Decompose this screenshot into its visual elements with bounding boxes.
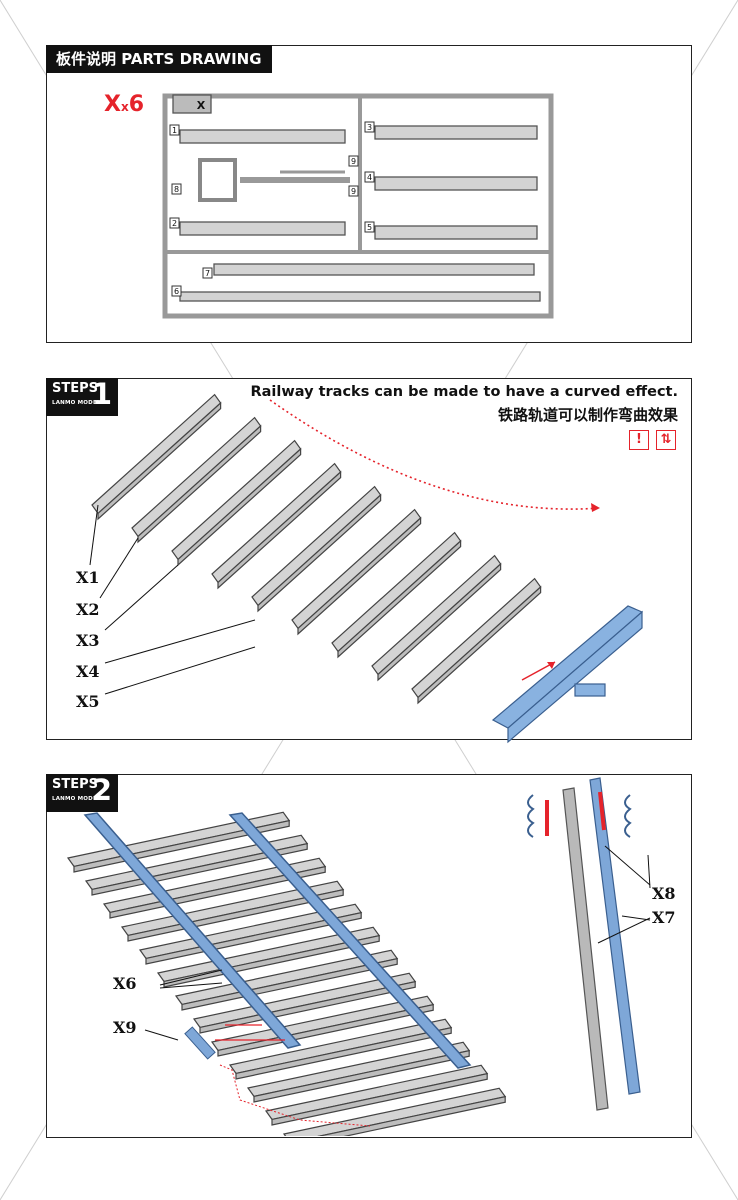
tie-side xyxy=(337,539,462,659)
part-number-4: 4 xyxy=(367,173,372,182)
part-number-8: 8 xyxy=(174,185,179,194)
part-number-2: 2 xyxy=(172,219,177,228)
tie-side xyxy=(97,401,222,521)
part-number-3: 3 xyxy=(367,123,372,132)
tie-side xyxy=(177,447,302,567)
part-number-9b: 9 xyxy=(351,187,356,196)
tie-side xyxy=(271,1072,488,1126)
tie-side xyxy=(199,980,416,1034)
label-x2: X2 xyxy=(76,600,100,619)
quantity-mark: Xx6 xyxy=(104,92,145,117)
label-x1: X1 xyxy=(76,568,100,587)
parts-drawing-title: 板件说明 PARTS DRAWING xyxy=(46,45,272,73)
label-x9: X9 xyxy=(113,1018,137,1037)
tie-side xyxy=(377,562,502,682)
exclamation-icon: ! xyxy=(629,430,649,450)
part-number-9a: 9 xyxy=(351,157,356,166)
sprue-tag-x: X xyxy=(197,99,206,112)
label-x5: X5 xyxy=(76,692,100,711)
double-arrow-icon: ⇅ xyxy=(656,430,676,450)
tie-side xyxy=(257,493,382,613)
part-number-1: 1 xyxy=(172,126,177,135)
tie-side xyxy=(137,424,262,544)
label-x4: X4 xyxy=(76,662,100,681)
curved-track-note-cn: 铁路轨道可以制作弯曲效果 xyxy=(497,406,678,424)
label-x3: X3 xyxy=(76,631,100,650)
step-2-badge: STEPS LANMO MODEL 2 xyxy=(46,773,118,812)
tie-side xyxy=(253,1049,470,1103)
part-number-5: 5 xyxy=(367,223,372,232)
tie-side xyxy=(163,934,380,988)
tie-side xyxy=(127,888,344,942)
tie-side xyxy=(235,1026,452,1080)
tie-side xyxy=(181,957,398,1011)
part-number-7: 7 xyxy=(205,269,210,278)
label-x6: X6 xyxy=(113,974,137,993)
tie-side xyxy=(417,585,542,705)
curved-track-note-en: Railway tracks can be made to have a cur… xyxy=(250,384,678,400)
tie-side xyxy=(297,516,422,636)
step-1-badge: STEPS LANMO MODEL 1 xyxy=(46,377,118,416)
part-number-6: 6 xyxy=(174,287,179,296)
tie-side xyxy=(145,911,362,965)
label-x8: X8 xyxy=(652,884,676,903)
tie-side xyxy=(217,470,342,590)
label-x7: X7 xyxy=(652,908,676,927)
tie-side xyxy=(317,1095,506,1136)
tie-side xyxy=(217,1003,434,1057)
